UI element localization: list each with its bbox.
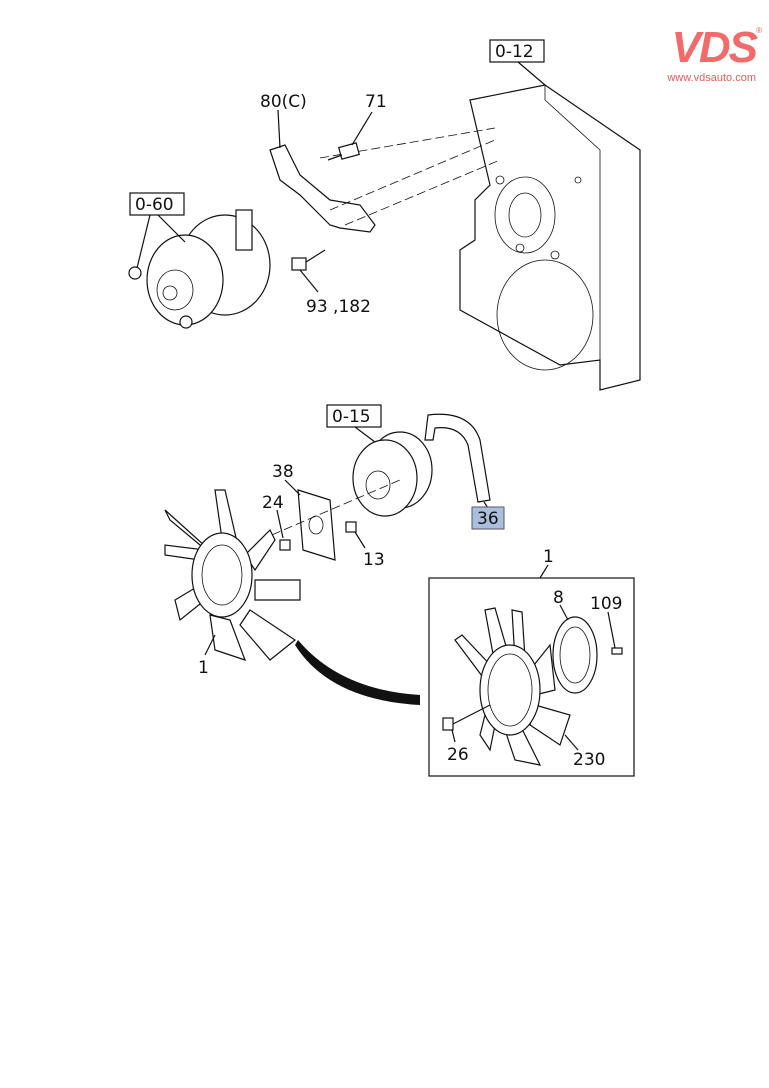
ref-box-0-12[interactable] [489, 39, 545, 63]
belt-36 [424, 413, 491, 503]
detail-arrow [295, 640, 420, 705]
callout-38[interactable]: 38 [272, 462, 294, 482]
leader-detail-1 [539, 564, 549, 579]
logo-url: www.vdsauto.com [667, 72, 756, 84]
bracket-80c [269, 127, 501, 233]
engine-block [459, 84, 641, 391]
callout-109[interactable]: 109 [590, 594, 622, 614]
callout-box-36[interactable] [471, 506, 505, 530]
leader-109 [607, 611, 616, 649]
ref-0-12[interactable]: 0-12 [495, 42, 534, 62]
callout-detail-1[interactable]: 1 [543, 547, 554, 567]
ref-0-60[interactable]: 0-60 [135, 195, 174, 215]
ref-box-0-15[interactable] [326, 404, 382, 428]
leader-230 [564, 734, 579, 751]
bolt-71 [327, 142, 360, 161]
callout-36[interactable]: 36 [477, 509, 499, 529]
fan-clutch-8 [552, 616, 598, 694]
pulley [352, 431, 433, 517]
bolt-93-182 [291, 249, 326, 271]
registered-mark: ® [756, 26, 762, 35]
callout-26[interactable]: 26 [447, 745, 469, 765]
leader-0-12 [517, 61, 546, 86]
callout-71[interactable]: 71 [365, 92, 387, 112]
ref-box-0-60[interactable] [129, 192, 185, 216]
logo-brand: VDS [671, 23, 758, 72]
callout-8[interactable]: 8 [553, 588, 564, 608]
leader-38 [284, 479, 301, 496]
leader-26 [451, 729, 456, 743]
callout-24[interactable]: 24 [262, 493, 284, 513]
leader-0-60-b [157, 214, 186, 243]
fan-230 [454, 607, 571, 766]
callout-93-182[interactable]: 93 ,182 [306, 297, 371, 317]
leader-13 [354, 531, 366, 549]
nut-13 [345, 521, 357, 533]
vds-logo: VDS ® www.vdsauto.com [630, 23, 762, 85]
alternator [128, 209, 271, 329]
leader-0-60-a [136, 214, 151, 269]
leader-1 [204, 634, 216, 656]
bolt-26 [442, 717, 454, 731]
callout-1[interactable]: 1 [198, 658, 209, 678]
callout-230[interactable]: 230 [573, 750, 605, 770]
stud-109 [611, 647, 623, 655]
leader-71 [351, 111, 373, 146]
callout-80c[interactable]: 80(C) [260, 92, 307, 112]
callout-13[interactable]: 13 [363, 550, 385, 570]
leader-93-182 [299, 269, 319, 293]
fan-assembly [164, 489, 301, 661]
spacer-38 [297, 489, 336, 561]
leader-24 [276, 509, 284, 539]
ref-0-15[interactable]: 0-15 [332, 407, 371, 427]
leader-0-15 [354, 426, 376, 443]
leader-8 [559, 604, 569, 621]
bolt-24 [279, 539, 291, 551]
leader-80c [277, 109, 281, 149]
